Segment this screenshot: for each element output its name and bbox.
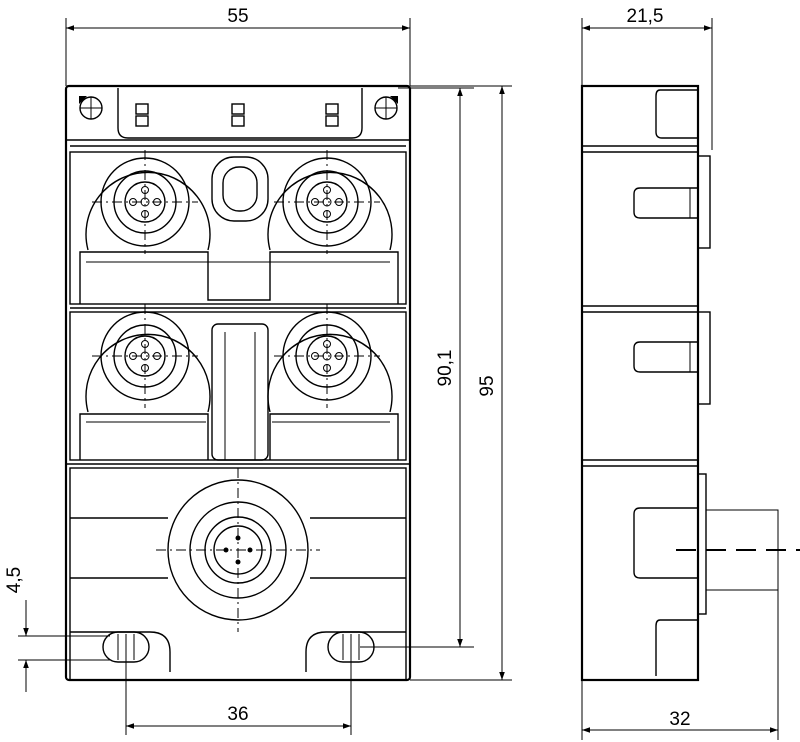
bottom-connector-section bbox=[66, 463, 410, 681]
dim-label-hole-spacing-width: 36 bbox=[227, 704, 248, 725]
m12-plug-icon bbox=[156, 468, 320, 632]
front-view bbox=[64, 84, 412, 682]
side-body-outline bbox=[580, 84, 700, 682]
m12-socket-icon bbox=[267, 150, 393, 254]
m12-socket-icon bbox=[85, 304, 211, 413]
led-indicator-icon bbox=[135, 103, 149, 127]
dim-label-total-height: 95 bbox=[477, 375, 498, 396]
dim-label-front-width: 55 bbox=[227, 6, 248, 27]
top-mounting-strip bbox=[66, 88, 410, 141]
label-window-icon bbox=[211, 156, 269, 222]
side-view bbox=[580, 84, 800, 682]
dimension-lines bbox=[18, 18, 779, 740]
dim-label-hole-spacing-height: 90,1 bbox=[435, 350, 456, 387]
dim-label-side-depth: 21,5 bbox=[627, 6, 664, 27]
side-socket-icon bbox=[633, 155, 711, 249]
upper-port-section bbox=[69, 145, 407, 305]
dim-label-hole-diameter: 4,5 bbox=[4, 567, 25, 593]
side-socket-icon bbox=[633, 311, 711, 405]
label-window-icon bbox=[211, 323, 269, 461]
m12-socket-icon bbox=[85, 150, 211, 254]
dim-label-side-total-depth: 32 bbox=[669, 709, 690, 730]
led-indicator-icon bbox=[325, 103, 339, 127]
side-plug-icon bbox=[633, 473, 800, 615]
mounting-screw-icon bbox=[79, 96, 103, 120]
mounting-screw-icon bbox=[374, 96, 398, 120]
led-indicator-icon bbox=[231, 103, 245, 127]
lower-port-section bbox=[69, 304, 407, 461]
m12-socket-icon bbox=[267, 304, 393, 413]
